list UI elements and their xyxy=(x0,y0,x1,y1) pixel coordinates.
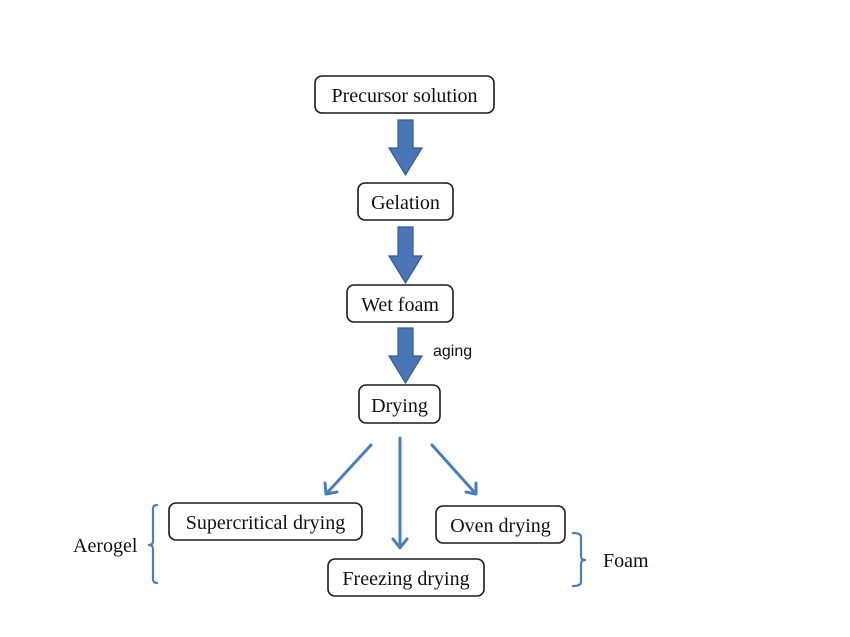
node-oven-label: Oven drying xyxy=(450,515,551,537)
node-freezing: Freezing drying xyxy=(327,558,485,597)
node-wet-foam: Wet foam xyxy=(346,284,454,323)
node-oven: Oven drying xyxy=(435,505,566,544)
foam-label: Foam xyxy=(603,550,649,572)
arrow-drying-to-oven xyxy=(430,443,478,496)
aging-label: aging xyxy=(433,343,472,360)
arrow-drying-to-supercritical xyxy=(323,443,373,496)
aerogel-brace xyxy=(147,503,159,585)
node-drying: Drying xyxy=(358,384,441,424)
node-precursor: Precursor solution xyxy=(314,75,495,114)
node-precursor-label: Precursor solution xyxy=(331,85,477,107)
node-drying-label: Drying xyxy=(371,395,428,417)
arrow-drying-to-freezing xyxy=(391,436,409,550)
arrow-wet-foam-to-drying xyxy=(387,327,424,385)
arrow-gelation-to-wet-foam xyxy=(387,226,424,285)
aerogel-label: Aerogel xyxy=(73,535,138,557)
arrow-precursor-to-gelation xyxy=(387,119,424,177)
foam-brace xyxy=(571,531,587,588)
node-gelation-label: Gelation xyxy=(371,192,440,214)
node-supercritical: Supercritical drying xyxy=(168,502,363,541)
node-gelation: Gelation xyxy=(357,182,454,221)
node-supercritical-label: Supercritical drying xyxy=(186,512,345,534)
node-wet-foam-label: Wet foam xyxy=(361,294,439,316)
node-freezing-label: Freezing drying xyxy=(342,568,469,590)
